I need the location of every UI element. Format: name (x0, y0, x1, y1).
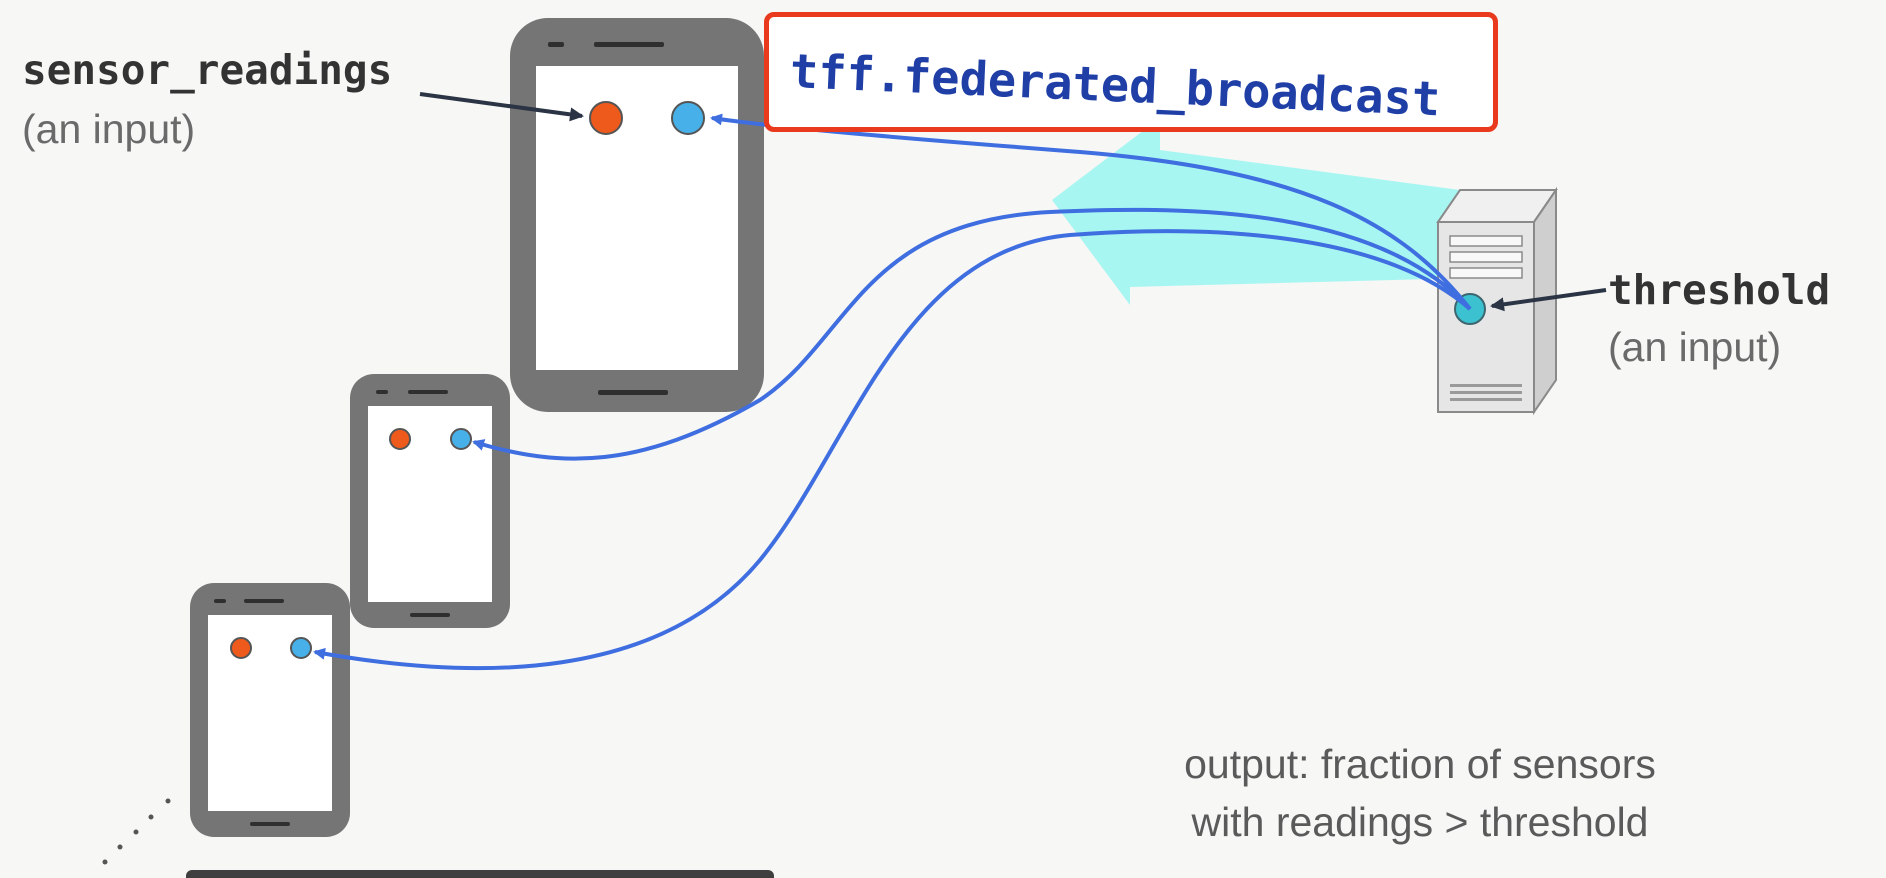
broadcast-arrow-medium-phone (472, 207, 1472, 461)
video-caption-bar (186, 870, 774, 878)
small-phone-icon (190, 583, 350, 837)
threshold-value-dot (450, 428, 472, 450)
output-description: output: fraction of sensors with reading… (1100, 735, 1740, 851)
broadcast-direction-arrow (1052, 118, 1470, 305)
threshold-value-dot (671, 101, 705, 135)
threshold-value-dot (290, 637, 312, 659)
sensor-label-pointer (419, 92, 584, 122)
sensor-reading-dot (230, 637, 252, 659)
server-tower-icon (1436, 186, 1558, 416)
sensor-reading-dot (389, 428, 411, 450)
threshold-label-pointer (1490, 288, 1607, 312)
sensor-readings-sublabel: (an input) (22, 106, 196, 152)
output-line-1: output: fraction of sensors (1184, 741, 1656, 787)
broadcast-highlight-box (764, 12, 1498, 132)
sensor-reading-dot (589, 101, 623, 135)
sensor-readings-label: sensor_readings (22, 46, 393, 94)
output-line-2: with readings > threshold (1191, 799, 1649, 845)
large-phone-icon (510, 18, 764, 412)
medium-phone-icon (350, 374, 510, 628)
more-devices-ellipsis (102, 798, 171, 865)
threshold-sublabel: (an input) (1608, 324, 1782, 370)
threshold-label: threshold (1608, 266, 1831, 314)
broadcast-arrow-small-phone (313, 229, 1472, 671)
